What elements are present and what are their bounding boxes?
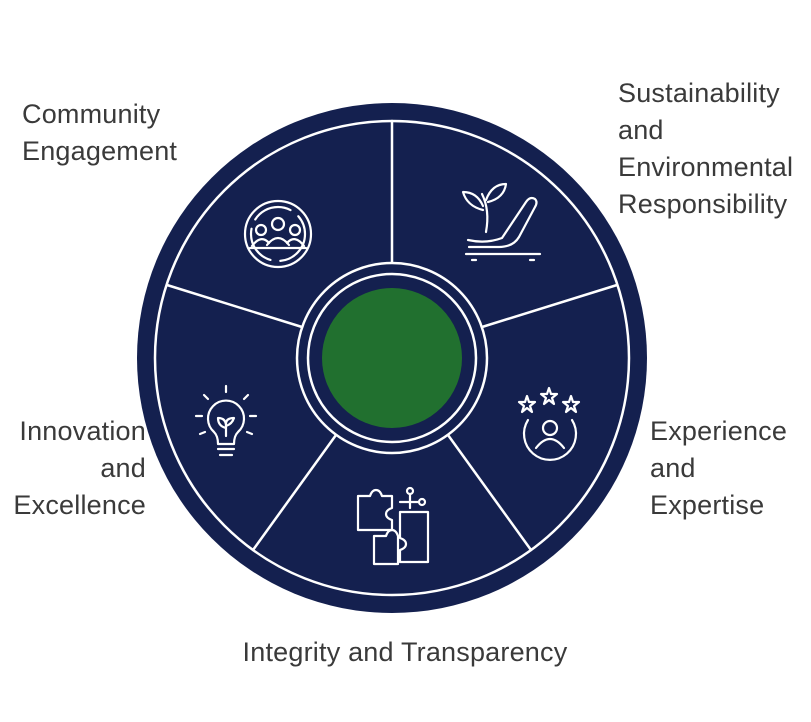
hub-inner-ring <box>306 272 478 444</box>
label-line: Excellence <box>13 490 146 520</box>
label-line: and <box>618 115 664 145</box>
plant-hand-icon <box>461 182 542 262</box>
label-line: Responsibility <box>618 189 788 219</box>
hub-center <box>322 288 462 428</box>
divider-lower-left <box>251 433 338 552</box>
label-line: Sustainability <box>618 78 780 108</box>
segment-dividers <box>165 119 619 552</box>
label-sustainability: Sustainability and Environmental Respons… <box>618 75 808 223</box>
puzzle-icon <box>356 486 430 566</box>
label-line: and <box>650 453 696 483</box>
divider-left <box>165 283 304 329</box>
divider-lower-right <box>446 433 533 552</box>
label-innovation-excellence: Innovation and Excellence <box>0 413 146 524</box>
divider-right <box>480 283 619 329</box>
label-line: and <box>100 453 146 483</box>
label-line: Expertise <box>650 490 765 520</box>
label-line: Community <box>22 99 161 129</box>
label-experience-expertise: Experience and Expertise <box>650 413 810 524</box>
expert-rating-icon <box>517 386 581 461</box>
label-integrity-transparency: Integrity and Transparency <box>200 634 610 671</box>
label-line: Environmental <box>618 152 794 182</box>
label-line: Experience <box>650 416 788 446</box>
label-line: Engagement <box>22 136 178 166</box>
label-community-engagement: Community Engagement <box>22 96 202 170</box>
community-icon <box>243 199 313 269</box>
lightbulb-icon <box>194 384 258 457</box>
label-line: Integrity and Transparency <box>242 637 568 667</box>
label-line: Innovation <box>19 416 146 446</box>
